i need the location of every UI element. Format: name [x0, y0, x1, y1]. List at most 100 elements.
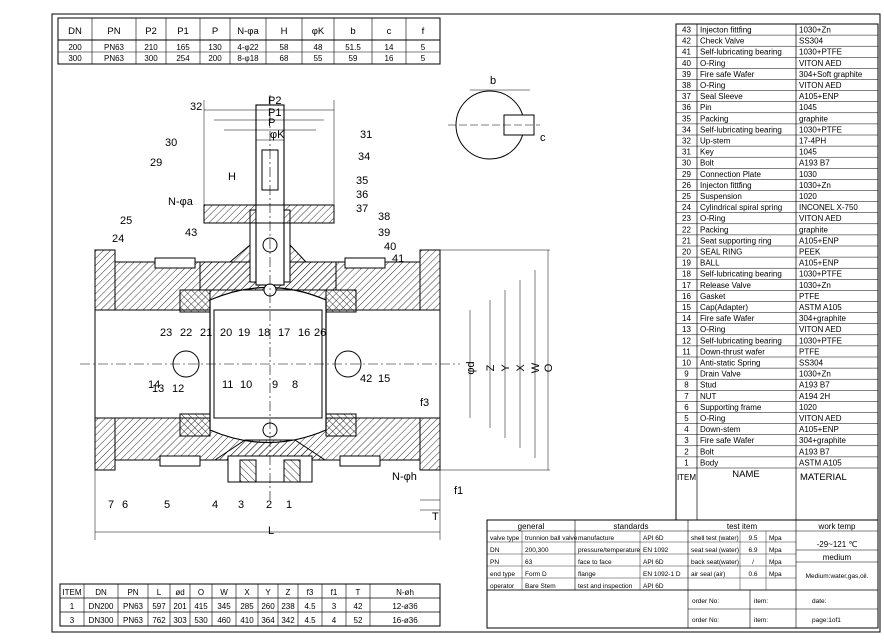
parts-name: O-Ring	[700, 214, 725, 223]
spec-order-item: item:	[754, 617, 768, 624]
parts-item-no: 17	[682, 281, 691, 290]
bottom-table-cell: 4.5	[304, 602, 316, 611]
callout-number: 17	[278, 327, 290, 339]
parts-name: O-Ring	[700, 325, 725, 334]
parts-name: Self-lubricating bearing	[700, 125, 782, 134]
bottom-table-header: O	[198, 588, 204, 597]
spec-test-unit: Mpa	[769, 559, 782, 566]
parts-material: 17-4PH	[799, 137, 826, 146]
dimension-label: P1	[268, 107, 281, 119]
dimension-label: f1	[454, 485, 463, 497]
parts-material: A105+ENP	[799, 236, 839, 245]
bottom-table-header: f1	[331, 588, 338, 597]
parts-item-no: 34	[682, 125, 691, 134]
parts-name: O-Ring	[700, 81, 725, 90]
bottom-table-cell: PN63	[123, 602, 144, 611]
bottom-table-header: T	[356, 588, 361, 597]
spec-order-no: order No:	[692, 617, 719, 624]
parts-material: VITON AED	[799, 59, 842, 68]
spec-standards-title: standards	[613, 522, 648, 531]
parts-name: O-Ring	[700, 414, 725, 423]
parts-name: Connection Plate	[700, 170, 761, 179]
bottom-table-cell: 285	[240, 602, 254, 611]
bottom-table-cell: 201	[173, 602, 187, 611]
dimension-label: P2	[268, 95, 281, 107]
spec-general-value: trunnion ball valve	[525, 535, 578, 542]
parts-name: Supporting frame	[700, 403, 762, 412]
bottom-table-cell: 303	[173, 616, 187, 625]
top-table-header: P1	[177, 26, 189, 37]
callout-number: 19	[238, 327, 250, 339]
bottom-table-cell: 762	[152, 616, 166, 625]
top-table-cell: 68	[280, 54, 289, 63]
parts-material: A105+ENP	[799, 425, 839, 434]
parts-name: Body	[700, 458, 718, 467]
spec-standard-value: API 6D	[643, 559, 664, 566]
bottom-table-header: W	[220, 588, 228, 597]
top-table-cell: 48	[314, 43, 323, 52]
bottom-table-header: Y	[265, 588, 271, 597]
parts-item-no: 39	[682, 70, 691, 79]
parts-item-no: 13	[682, 325, 691, 334]
parts-material: 1045	[799, 103, 817, 112]
parts-material: A193 B7	[799, 159, 830, 168]
parts-name: Packing	[700, 225, 728, 234]
parts-item-no: 30	[682, 159, 691, 168]
bottom-table-header: ITEM	[62, 588, 81, 597]
parts-name: Key	[700, 148, 714, 157]
spec-order-item: item:	[754, 598, 768, 605]
parts-item-no: 22	[682, 225, 691, 234]
parts-name: Seal Sleeve	[700, 92, 743, 101]
bottom-table-cell: 16-ø36	[392, 616, 418, 625]
parts-item-no: 24	[682, 203, 691, 212]
parts-name: Cap(Adapter)	[700, 303, 748, 312]
callout-number: 18	[258, 327, 270, 339]
parts-item-no: 6	[684, 403, 689, 412]
bottom-table-header: Z	[286, 588, 291, 597]
parts-item-no: 5	[684, 414, 689, 423]
parts-item-no: 40	[682, 59, 691, 68]
parts-item-no: 31	[682, 148, 691, 157]
parts-material: A105+ENP	[799, 92, 839, 101]
callout-number: 31	[360, 129, 372, 141]
parts-name: Bolt	[700, 159, 715, 168]
callout-number: 23	[160, 327, 172, 339]
top-table-header: b	[350, 26, 355, 37]
parts-material: VITON AED	[799, 81, 842, 90]
callout-number: 11	[222, 379, 233, 391]
spec-standard-key: manufacture	[578, 535, 615, 542]
callout-number: 25	[120, 215, 132, 227]
parts-item-no: 37	[682, 92, 691, 101]
spec-general-value: 200,300	[525, 547, 549, 554]
parts-item-no: 36	[682, 103, 691, 112]
bottom-table-cell: 415	[194, 602, 208, 611]
parts-material: ASTM A105	[799, 303, 842, 312]
parts-name: Down-stem	[700, 425, 741, 434]
parts-item-no: 16	[682, 292, 691, 301]
bottom-table-cell: 4.5	[304, 616, 316, 625]
callout-number: 6	[122, 499, 128, 511]
top-table-header: N-φa	[237, 26, 259, 37]
spec-standard-key: test and inspection	[578, 583, 633, 590]
sheet-border	[51, 13, 881, 633]
top-table-cell: 8-φ18	[237, 54, 259, 63]
spec-medium-value: Medium:water,gas,oil.	[806, 573, 869, 580]
dimension-label: φK	[270, 129, 285, 141]
parts-item-no: 3	[684, 436, 689, 445]
callout-number: 36	[356, 189, 368, 201]
parts-footer-item: ITEM	[677, 473, 696, 482]
spec-general-key: PN	[490, 559, 499, 566]
parts-material: 1030+Zn	[799, 370, 831, 379]
parts-name: O-Ring	[700, 59, 725, 68]
parts-name: Self-lubricating bearing	[700, 48, 782, 57]
spec-general-key: DN	[490, 547, 500, 554]
parts-name: Suspension	[700, 192, 742, 201]
bottom-table-cell: 260	[261, 602, 275, 611]
parts-name: Up-stem	[700, 137, 731, 146]
top-table-cell: 300	[68, 54, 82, 63]
top-table-header: c	[387, 26, 392, 37]
parts-footer-name: NAME	[732, 469, 759, 480]
